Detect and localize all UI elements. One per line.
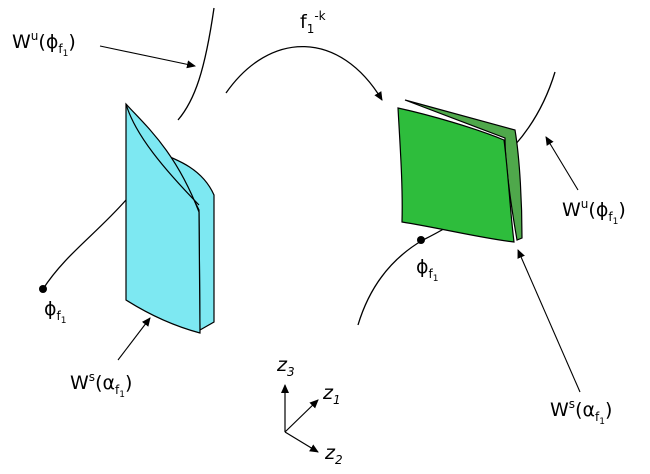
- label-axis-z3: z3: [277, 354, 295, 379]
- map-arrow: [225, 45, 383, 101]
- axis-z2: [284, 431, 319, 453]
- axis-z1: [284, 399, 319, 433]
- unstable-manifold-curve-right: [514, 71, 556, 146]
- label-unstable-manifold-right: Wu(ϕf1): [562, 197, 626, 227]
- stable-sheet-left-front: [125, 102, 201, 334]
- label-stable-manifold-right: Ws(αf1): [550, 397, 613, 427]
- fixed-point-left: [39, 285, 47, 293]
- unstable-manifold-curve-left: [177, 7, 215, 121]
- label-axis-z2: z2: [325, 442, 343, 467]
- unstable-manifold-curve-left-lower: [42, 199, 127, 290]
- fixed-point-right: [417, 236, 425, 244]
- wu-left-pointer: [99, 45, 196, 69]
- green-sheet-front: [397, 107, 515, 243]
- ws-right-pointer: [517, 249, 581, 393]
- wu-right-pointer: [545, 136, 579, 191]
- label-stable-manifold-left: Ws(αf1): [70, 370, 133, 400]
- label-map: f1-k: [300, 9, 326, 36]
- stable-sheet-left-fold-line: [125, 103, 200, 206]
- label-axis-z1: z1: [323, 382, 341, 407]
- label-fixed-point-left: ϕf1: [44, 298, 67, 326]
- label-unstable-manifold-left: Wu(ϕf1): [12, 29, 76, 59]
- ws-left-pointer: [117, 317, 151, 361]
- label-fixed-point-right: ϕf1: [416, 256, 439, 284]
